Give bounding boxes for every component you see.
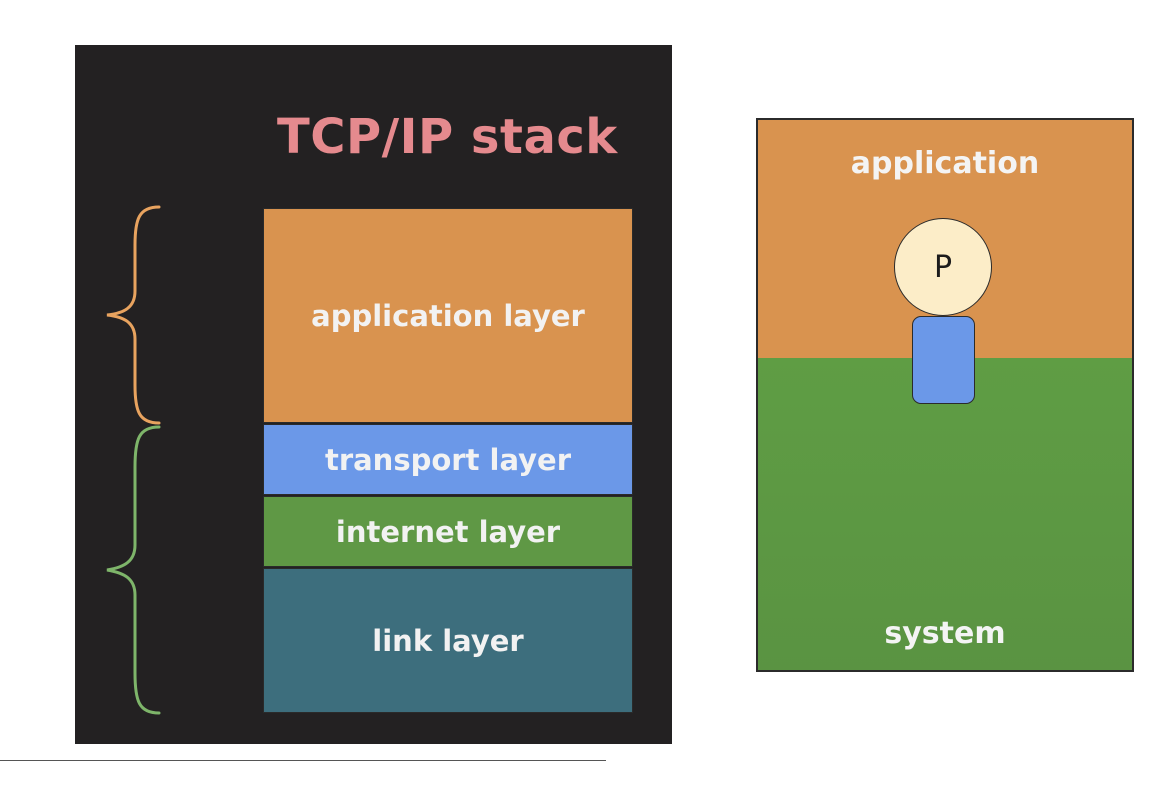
lower-brace-icon (106, 425, 161, 715)
socket-diagram-panel: application system P (756, 118, 1134, 672)
process-node: P (894, 218, 992, 316)
socket-block (912, 316, 975, 404)
application-layer: application layer (263, 208, 633, 423)
transport-layer: transport layer (263, 424, 633, 495)
link-layer-label: link layer (372, 623, 524, 658)
system-region-label: system (884, 616, 1006, 651)
upper-brace-icon (106, 205, 161, 425)
application-layer-label: application layer (311, 298, 585, 333)
link-layer: link layer (263, 568, 633, 713)
stack-title: TCP/IP stack (277, 109, 618, 165)
divider-line (0, 760, 606, 761)
internet-layer: internet layer (263, 496, 633, 567)
tcp-ip-stack-panel: TCP/IP stack application layer transport… (75, 45, 672, 744)
process-label: P (933, 249, 953, 285)
internet-layer-label: internet layer (335, 514, 561, 549)
application-region-label: application (850, 146, 1040, 181)
system-region (758, 358, 1132, 670)
transport-layer-label: transport layer (324, 442, 572, 477)
